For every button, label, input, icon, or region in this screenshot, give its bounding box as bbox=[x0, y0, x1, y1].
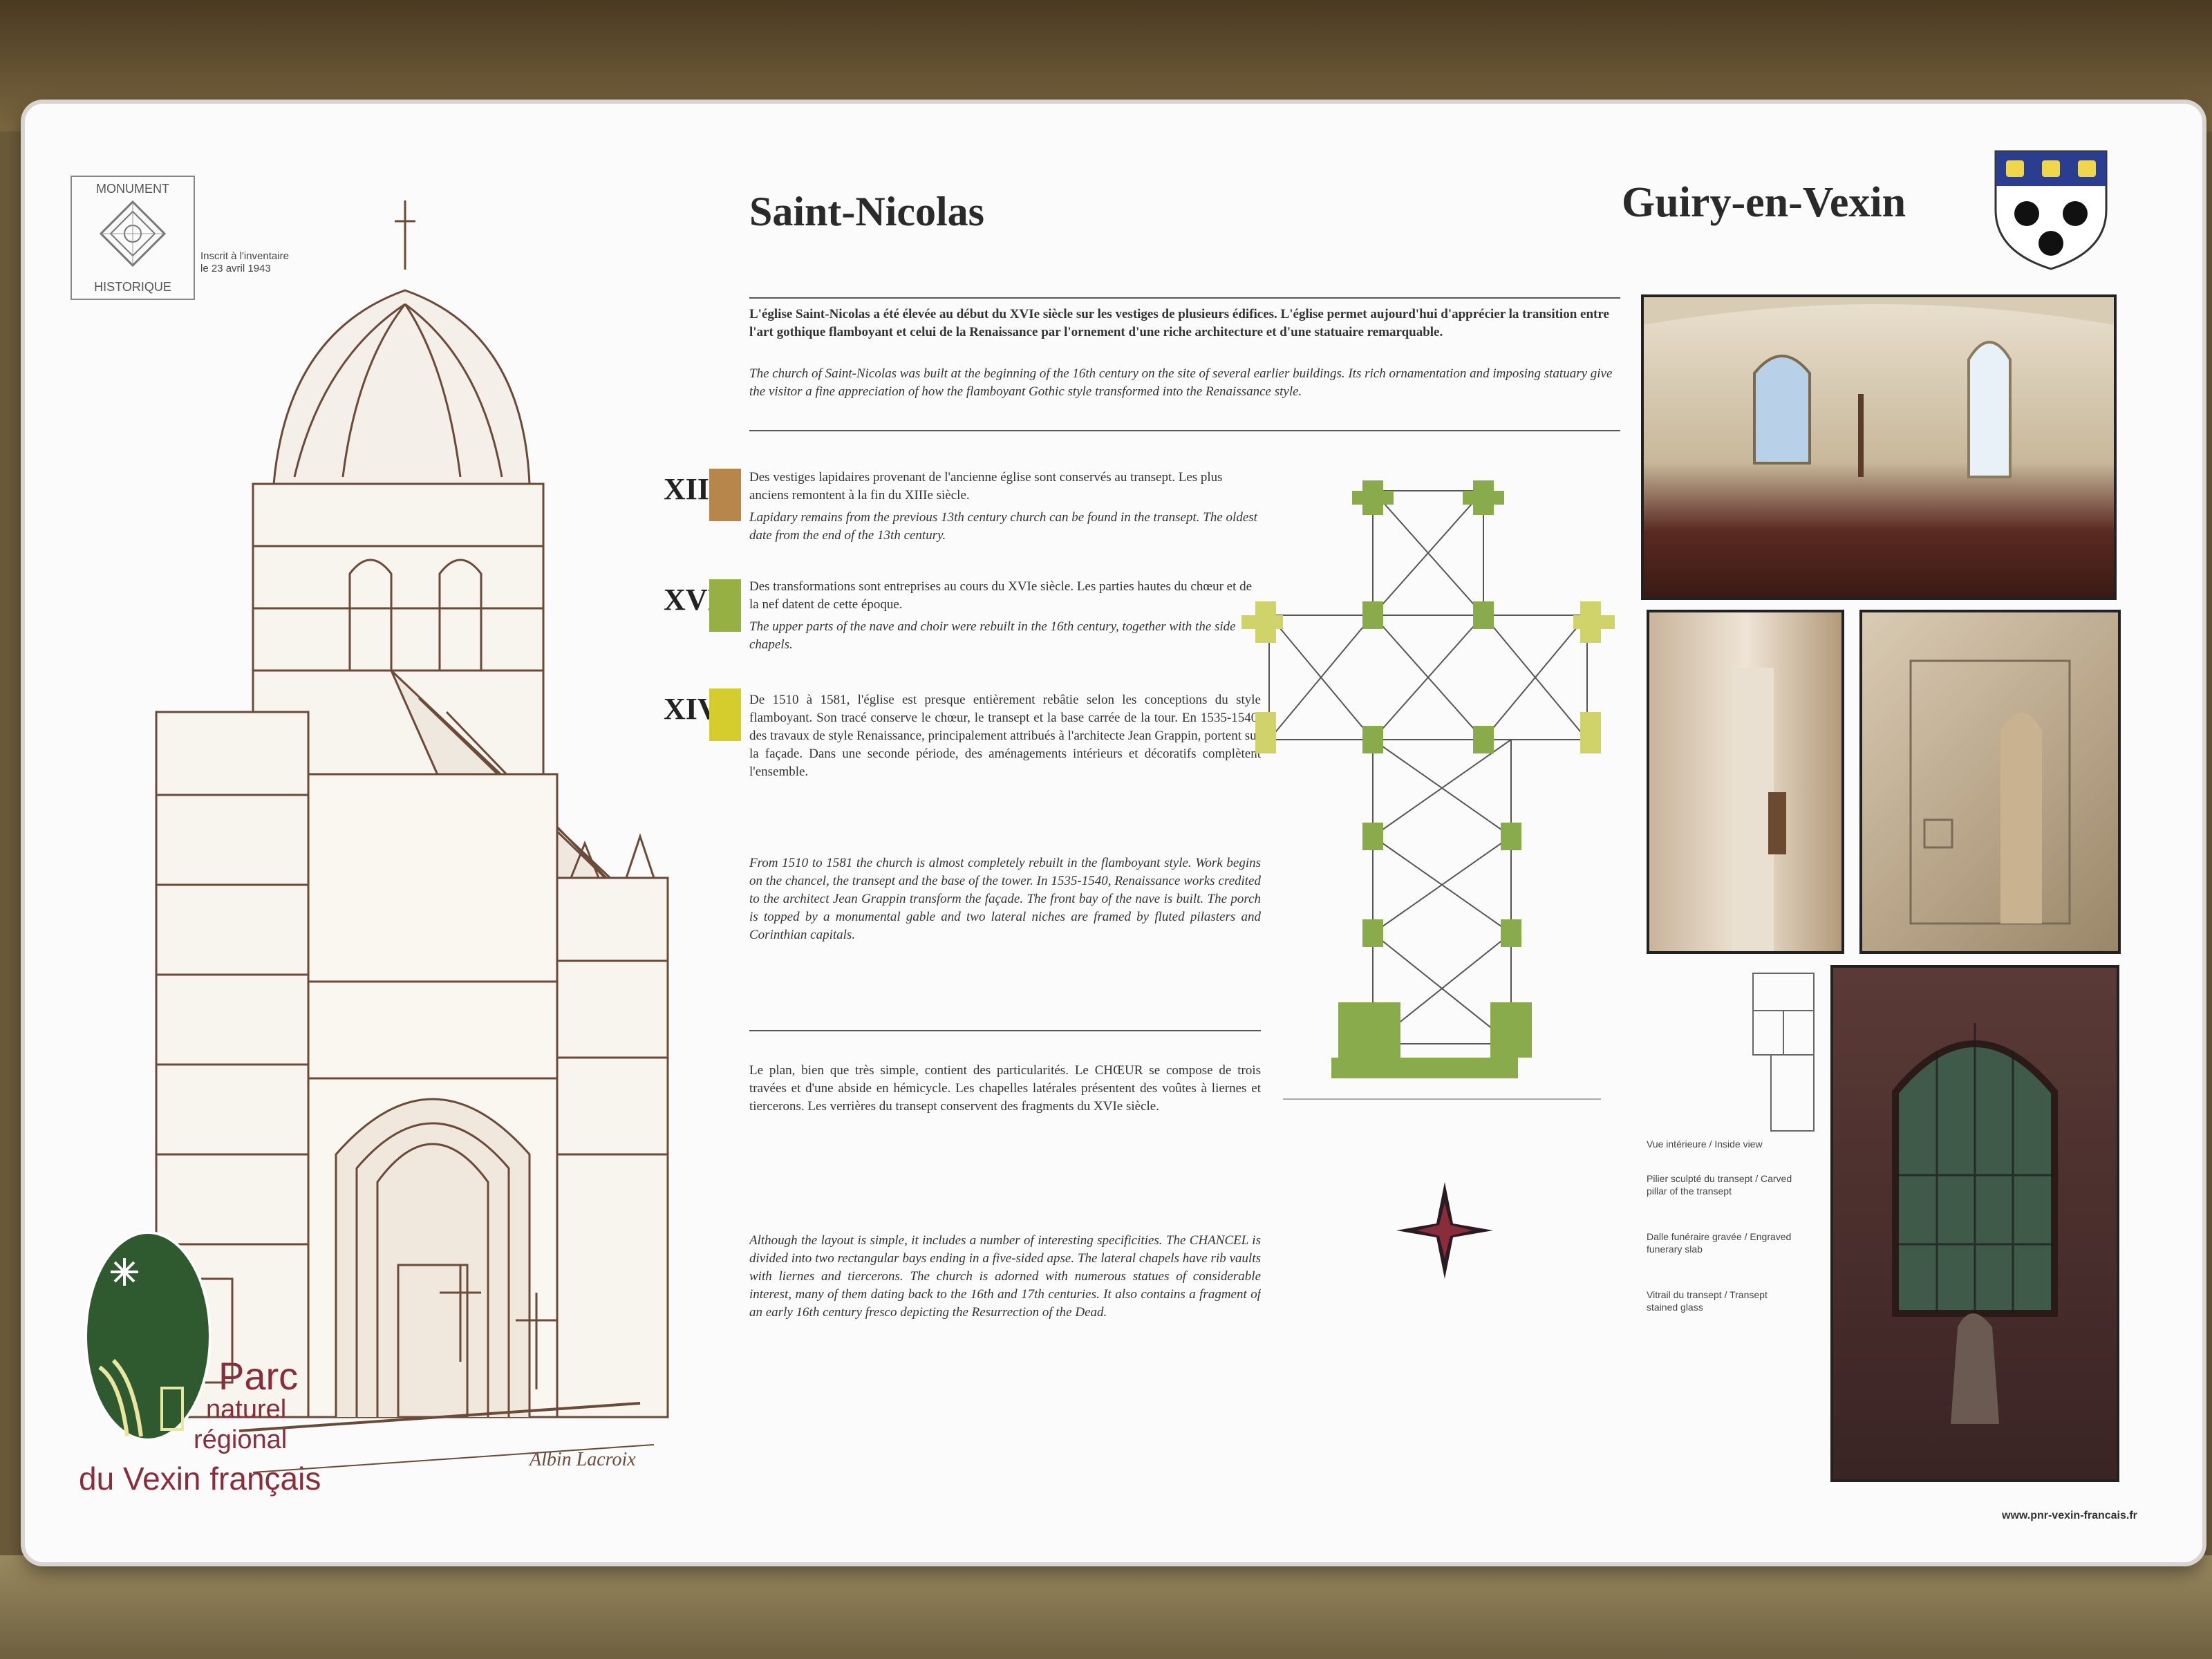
parc-title-line1: Parc bbox=[218, 1354, 299, 1398]
period-swatch-2 bbox=[709, 579, 741, 632]
photo-funerary-slab bbox=[1859, 610, 2121, 954]
intro-text-en: The church of Saint-Nicolas was built at… bbox=[749, 366, 1613, 399]
info-panel: MONUMENT HISTORIQUE Inscrit à l'inventai… bbox=[25, 104, 2202, 1562]
parc-logo-icon bbox=[84, 1231, 212, 1441]
intro-bottom-rule bbox=[749, 430, 1620, 431]
photo-pillar bbox=[1647, 610, 1844, 954]
parc-title-line4: du Vexin français bbox=[79, 1461, 321, 1497]
compass-rose-icon bbox=[1396, 1182, 1493, 1279]
page-title-left: Saint-Nicolas bbox=[749, 189, 985, 234]
period-text-fr-3: De 1510 à 1581, l'église est presque ent… bbox=[749, 693, 1261, 779]
footer-url: www.pnr-vexin-francais.fr bbox=[2002, 1510, 2137, 1521]
legend-item-4: Vitrail du transept / Transept stained g… bbox=[1647, 1289, 1768, 1313]
monument-badge: MONUMENT HISTORIQUE bbox=[71, 176, 195, 300]
period-text-en-3: From 1510 to 1581 the church is almost c… bbox=[749, 856, 1261, 942]
monument-historique-icon bbox=[99, 200, 167, 268]
photo-interior bbox=[1641, 294, 2117, 600]
photo-location-key bbox=[1752, 973, 1815, 1132]
period-text-fr-1: Des vestiges lapidaires provenant de l'a… bbox=[749, 470, 1223, 503]
period-text-en-1: Lapidary remains from the previous 13th … bbox=[749, 510, 1257, 543]
period-text-en-2: The upper parts of the nave and choir we… bbox=[749, 619, 1236, 652]
intro-top-rule bbox=[749, 297, 1620, 299]
coat-of-arms-icon bbox=[1994, 150, 2108, 270]
legend-item-2: Pilier sculpté du transept / Carved pill… bbox=[1647, 1173, 1792, 1197]
monument-note: Inscrit à l'inventaire le 23 avril 1943 bbox=[200, 250, 289, 274]
parc-title-line2: naturel bbox=[206, 1395, 287, 1424]
description-fr: Le plan, bien que très simple, contient … bbox=[749, 1063, 1261, 1114]
page-title-right: Guiry-en-Vexin bbox=[1622, 179, 1906, 226]
signature-text: Albin Lacroix bbox=[528, 1449, 636, 1470]
legend-item-1: Vue intérieure / Inside view bbox=[1647, 1138, 1763, 1150]
parc-title-line3: régional bbox=[194, 1425, 288, 1454]
intro-text-fr: L'église Saint-Nicolas a été élevée au d… bbox=[749, 307, 1609, 339]
period-swatch-1 bbox=[709, 469, 741, 521]
periods-bottom-rule bbox=[749, 1030, 1261, 1031]
photo-stained-glass bbox=[1830, 965, 2119, 1482]
floor-plan-diagram bbox=[1241, 480, 1615, 1100]
legend-item-3: Dalle funéraire gravée / Engraved funera… bbox=[1647, 1231, 1792, 1255]
description-en: Although the layout is simple, it includ… bbox=[749, 1233, 1261, 1320]
wall-bottom bbox=[0, 1555, 2212, 1659]
period-swatch-3 bbox=[709, 688, 741, 741]
monument-badge-line2: HISTORIQUE bbox=[94, 280, 171, 294]
period-text-fr-2: Des transformations sont entreprises au … bbox=[749, 579, 1253, 612]
monument-badge-line1: MONUMENT bbox=[96, 182, 169, 196]
